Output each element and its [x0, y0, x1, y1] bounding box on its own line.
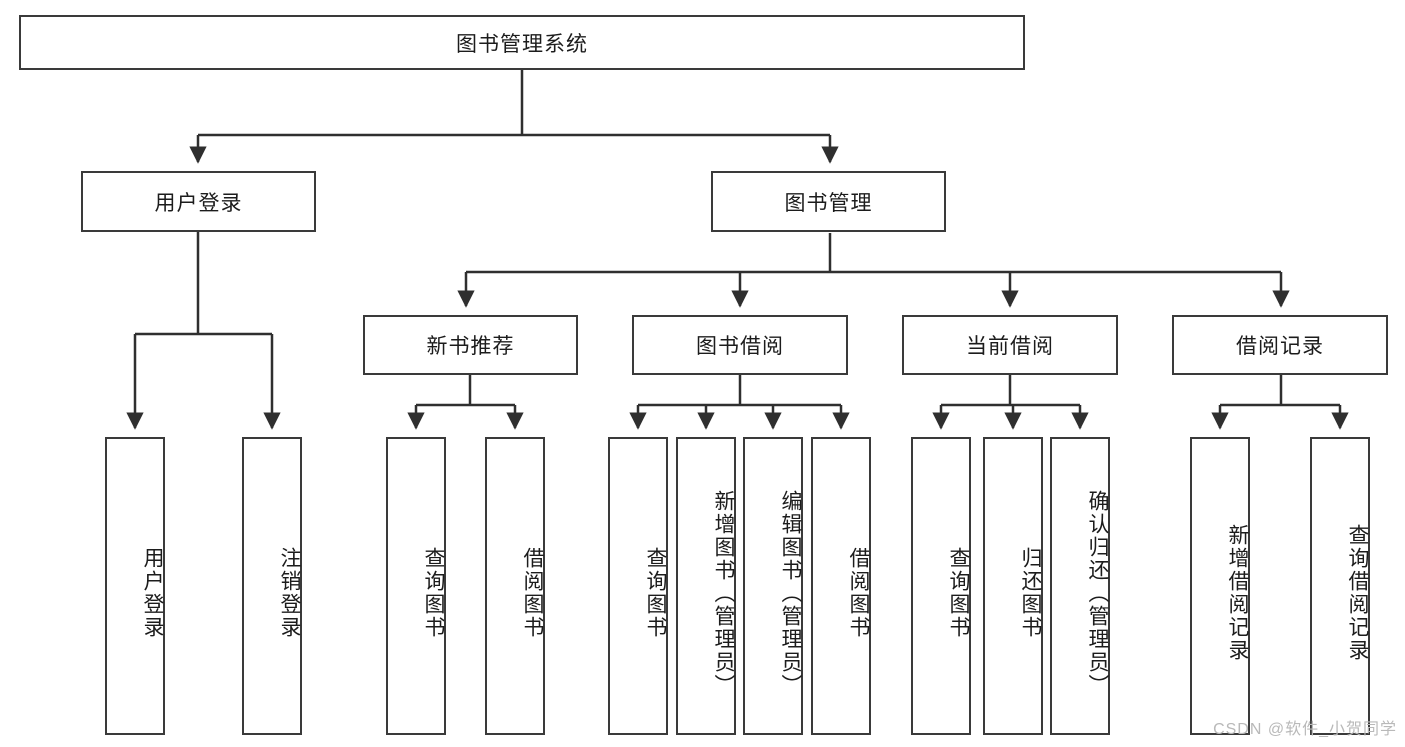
leaf-label: 新增图书（管理员）: [712, 489, 735, 697]
leaf-query-book-borrow[interactable]: 查询图书: [608, 437, 668, 735]
node-root[interactable]: 图书管理系统: [19, 15, 1025, 70]
connectors-userlogin-to-leaves: [126, 232, 281, 430]
node-borrow-records[interactable]: 借阅记录: [1172, 315, 1388, 375]
leaf-borrow-book[interactable]: 借阅图书: [811, 437, 871, 735]
connectors-root-to-level2: [189, 70, 839, 164]
node-new-book-recommend-label: 新书推荐: [426, 335, 515, 358]
node-current-borrow[interactable]: 当前借阅: [902, 315, 1118, 375]
leaf-label: 查询图书: [644, 547, 667, 639]
leaf-label: 查询图书: [947, 547, 970, 639]
leaf-label: 借阅图书: [521, 547, 544, 639]
node-user-login[interactable]: 用户登录: [81, 171, 316, 232]
leaf-return-book[interactable]: 归还图书: [983, 437, 1043, 735]
leaf-label: 编辑图书（管理员）: [779, 489, 802, 697]
leaf-add-book-admin[interactable]: 新增图书（管理员）: [676, 437, 736, 735]
leaf-user-login[interactable]: 用户登录: [105, 437, 165, 735]
leaf-borrow-book-recommend[interactable]: 借阅图书: [485, 437, 545, 735]
leaf-label: 新增借阅记录: [1226, 524, 1249, 662]
connectors-bookmgmt-to-level3: [457, 233, 1290, 308]
node-root-label: 图书管理系统: [456, 32, 588, 56]
leaf-label: 用户登录: [141, 547, 164, 639]
node-current-borrow-label: 当前借阅: [966, 335, 1054, 358]
node-borrow-records-label: 借阅记录: [1236, 335, 1324, 358]
leaf-add-borrow-record[interactable]: 新增借阅记录: [1190, 437, 1250, 735]
node-book-management[interactable]: 图书管理: [711, 171, 946, 232]
node-book-borrow[interactable]: 图书借阅: [632, 315, 848, 375]
leaf-logout[interactable]: 注销登录: [242, 437, 302, 735]
connectors-current-to-leaves: [932, 375, 1089, 430]
leaf-label: 查询图书: [422, 547, 445, 639]
node-book-borrow-label: 图书借阅: [696, 335, 784, 358]
connectors-newbook-to-leaves: [407, 375, 524, 430]
connectors-borrow-to-leaves: [629, 375, 850, 430]
node-book-management-label: 图书管理: [784, 191, 873, 215]
leaf-label: 借阅图书: [847, 547, 870, 639]
leaf-label: 归还图书: [1019, 547, 1042, 639]
leaf-label: 查询借阅记录: [1346, 524, 1369, 662]
leaf-confirm-return-admin[interactable]: 确认归还（管理员）: [1050, 437, 1110, 735]
watermark: CSDN @软件_小贺同学: [1213, 721, 1397, 738]
connectors-records-to-leaves: [1211, 375, 1349, 430]
leaf-query-book-current[interactable]: 查询图书: [911, 437, 971, 735]
node-user-login-label: 用户登录: [154, 191, 243, 215]
node-new-book-recommend[interactable]: 新书推荐: [363, 315, 578, 375]
leaf-label: 确认归还（管理员）: [1086, 489, 1109, 697]
leaf-query-borrow-record[interactable]: 查询借阅记录: [1310, 437, 1370, 735]
leaf-edit-book-admin[interactable]: 编辑图书（管理员）: [743, 437, 803, 735]
leaf-query-book-recommend[interactable]: 查询图书: [386, 437, 446, 735]
leaf-label: 注销登录: [278, 547, 301, 639]
